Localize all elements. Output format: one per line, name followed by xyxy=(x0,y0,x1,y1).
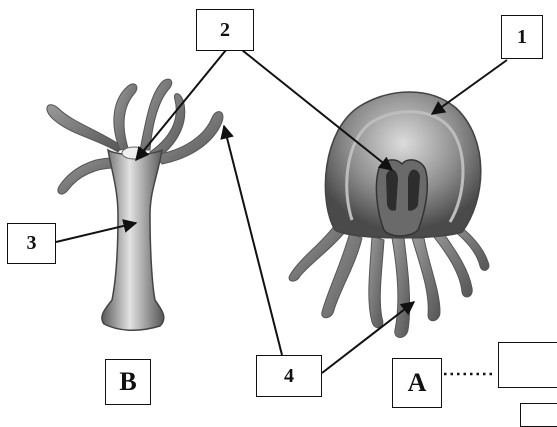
label-box-4: 4 xyxy=(256,355,322,397)
arrow-3-to-polyp-body xyxy=(55,219,138,243)
arrow-4-to-polyp-tentacle xyxy=(220,124,283,356)
answer-box[interactable] xyxy=(498,342,557,388)
label-box-3: 3 xyxy=(7,223,56,264)
label-box-2: 2 xyxy=(196,9,254,51)
arrow-4-to-medusa-tentacle xyxy=(321,301,416,374)
label-box-a: A xyxy=(392,358,442,408)
label-box-1: 1 xyxy=(501,15,543,59)
label-box-b: B xyxy=(105,359,151,405)
arrow-2-to-medusa-mouth xyxy=(241,49,394,171)
medusa-organism-icon xyxy=(288,91,490,338)
polyp-organism-icon xyxy=(46,78,224,331)
arrows-layer xyxy=(55,49,508,374)
arrow-1-to-bell xyxy=(430,59,508,115)
arrow-2-to-polyp-mouth xyxy=(135,49,227,162)
answer-box-lower[interactable] xyxy=(520,403,557,427)
